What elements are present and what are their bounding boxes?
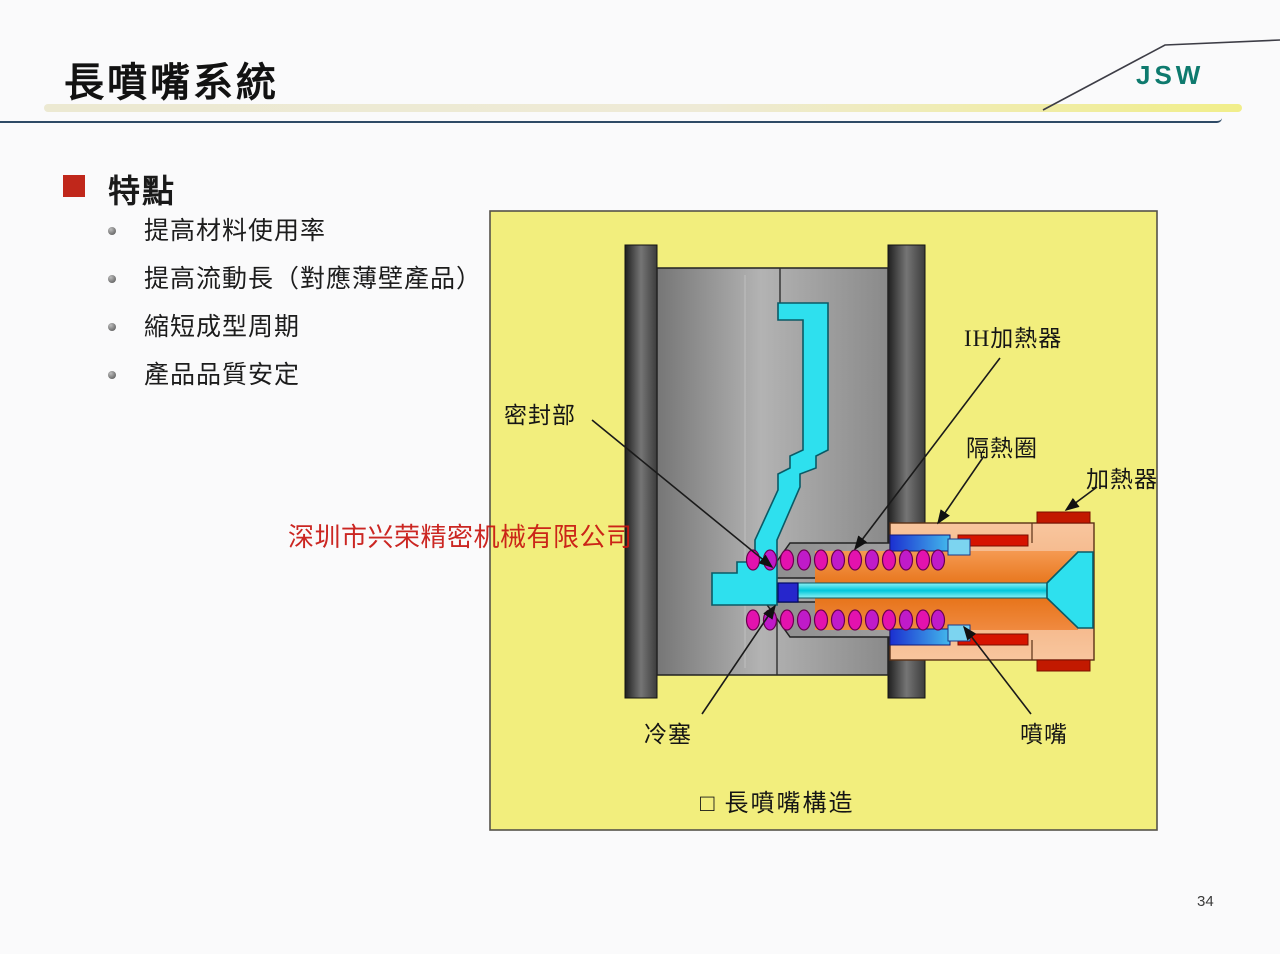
label-cold-slug: 冷塞 bbox=[644, 722, 692, 747]
page-title: 長噴嘴系統 bbox=[64, 61, 279, 105]
header-diagonal-line bbox=[1042, 39, 1280, 111]
feature-item: 提高流動長（對應薄壁產品） bbox=[96, 264, 482, 294]
nozzle-structure-diagram: 密封部 IH加熱器 隔熱圈 加熱器 冷塞 噴嘴 □ 長噴嘴構造 bbox=[489, 210, 1158, 831]
label-heater: 加熱器 bbox=[1086, 467, 1158, 492]
features-heading: 特點 bbox=[108, 173, 177, 209]
feature-item: 產品品質安定 bbox=[96, 360, 482, 390]
insulation-ring-bottom bbox=[889, 628, 951, 646]
arrow-nozzle bbox=[963, 625, 1032, 715]
melt-channel bbox=[796, 582, 1048, 599]
sprue-channel bbox=[711, 302, 829, 606]
heater-cap-top bbox=[1036, 511, 1091, 524]
melt-funnel bbox=[1046, 551, 1094, 629]
feature-item: 提高材料使用率 bbox=[96, 216, 482, 246]
section-bullet-square bbox=[63, 175, 85, 197]
insulation-ring-bottom-step bbox=[947, 624, 971, 642]
insulation-ring-top-step bbox=[947, 538, 971, 556]
header-blue-band bbox=[0, 112, 1222, 123]
header-cream-band bbox=[44, 104, 1242, 112]
label-insulation-ring: 隔熱圈 bbox=[966, 436, 1038, 461]
page-number: 34 bbox=[1197, 893, 1214, 910]
ih-coil-top bbox=[745, 549, 946, 571]
features-list: 提高材料使用率 提高流動長（對應薄壁產品） 縮短成型周期 產品品質安定 bbox=[96, 216, 482, 408]
feature-item: 縮短成型周期 bbox=[96, 312, 482, 342]
jsw-logo: JSW bbox=[1136, 60, 1205, 90]
label-seal-part: 密封部 bbox=[504, 403, 576, 428]
diagram-canvas bbox=[489, 210, 1158, 831]
arrow-heater bbox=[1064, 486, 1098, 511]
arrow-insulation-ring bbox=[937, 455, 985, 525]
cold-plug bbox=[777, 582, 799, 603]
insulation-ring-top bbox=[889, 534, 951, 552]
arrow-ih-heater bbox=[854, 357, 1001, 551]
watermark: 深圳市兴荣精密机械有限公司 bbox=[288, 522, 633, 552]
ih-coil-bottom bbox=[745, 609, 946, 631]
label-ih-heater: IH加熱器 bbox=[964, 326, 1063, 351]
arrow-seal-part bbox=[591, 419, 774, 569]
diagram-caption: □ 長噴嘴構造 bbox=[700, 791, 855, 817]
mold-left-bar bbox=[624, 244, 658, 699]
heater-cap-bottom bbox=[1036, 659, 1091, 672]
arrow-cold-slug bbox=[701, 604, 776, 715]
label-nozzle: 噴嘴 bbox=[1020, 722, 1068, 747]
